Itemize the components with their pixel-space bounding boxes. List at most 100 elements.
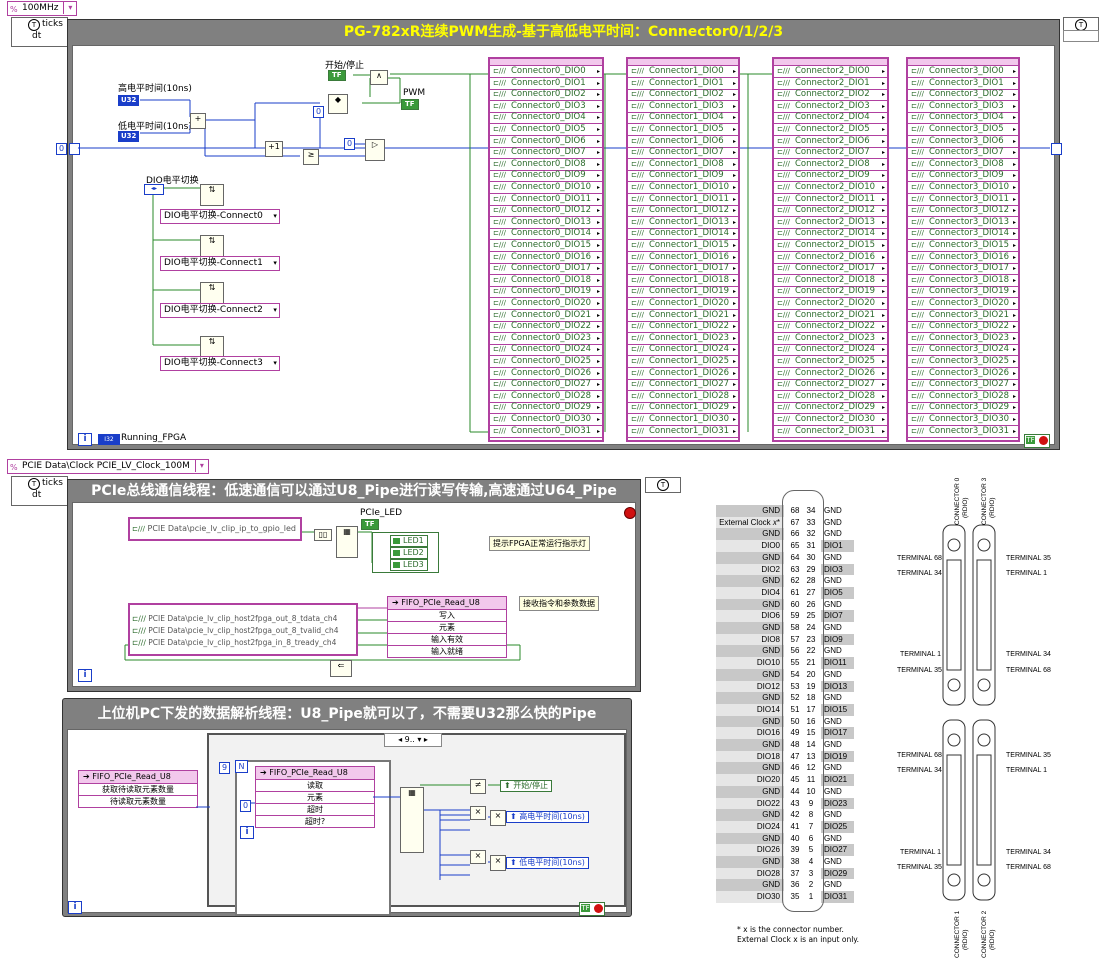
connector2-dio2-row[interactable]: ⊏∕∕∕Connector2_DIO2▸ [774, 89, 887, 101]
connector1-dio8-row[interactable]: ⊏∕∕∕Connector1_DIO8▸ [628, 159, 738, 171]
connector1-dio21-row[interactable]: ⊏∕∕∕Connector1_DIO21▸ [628, 310, 738, 322]
connector2-dio19-row[interactable]: ⊏∕∕∕Connector2_DIO19▸ [774, 286, 887, 298]
connector3-dio26-row[interactable]: ⊏∕∕∕Connector3_DIO26▸ [908, 368, 1018, 380]
connector1-dio26-row[interactable]: ⊏∕∕∕Connector1_DIO26▸ [628, 368, 738, 380]
connector3-io-node[interactable]: ⊏∕∕∕Connector3_DIO0▸⊏∕∕∕Connector3_DIO1▸… [906, 57, 1020, 442]
connector1-dio28-row[interactable]: ⊏∕∕∕Connector1_DIO28▸ [628, 391, 738, 403]
connector3-dio17-row[interactable]: ⊏∕∕∕Connector3_DIO17▸ [908, 263, 1018, 275]
connector1-dio16-row[interactable]: ⊏∕∕∕Connector1_DIO16▸ [628, 252, 738, 264]
connector2-dio30-row[interactable]: ⊏∕∕∕Connector2_DIO30▸ [774, 414, 887, 426]
join-node-4[interactable]: ⨯ [490, 855, 506, 871]
stop-condition[interactable]: TF [579, 902, 605, 916]
add-node[interactable]: + [190, 113, 206, 129]
connector2-dio28-row[interactable]: ⊏∕∕∕Connector2_DIO28▸ [774, 391, 887, 403]
high-time-control[interactable]: U32 [118, 95, 139, 106]
connector2-dio6-row[interactable]: ⊏∕∕∕Connector2_DIO6▸ [774, 136, 887, 148]
connector1-dio9-row[interactable]: ⊏∕∕∕Connector1_DIO9▸ [628, 170, 738, 182]
connector2-dio9-row[interactable]: ⊏∕∕∕Connector2_DIO9▸ [774, 170, 887, 182]
select-node[interactable]: ▷ [365, 139, 385, 161]
array-indexer[interactable]: ▦ [400, 787, 424, 853]
connector3-dio18-row[interactable]: ⊏∕∕∕Connector3_DIO18▸ [908, 275, 1018, 287]
connector0-dio29-row[interactable]: ⊏∕∕∕Connector0_DIO29▸ [490, 402, 602, 414]
connector3-dio16-row[interactable]: ⊏∕∕∕Connector3_DIO16▸ [908, 252, 1018, 264]
connector1-dio27-row[interactable]: ⊏∕∕∕Connector1_DIO27▸ [628, 379, 738, 391]
connector0-dio6-row[interactable]: ⊏∕∕∕Connector0_DIO6▸ [490, 136, 602, 148]
connector0-dio12-row[interactable]: ⊏∕∕∕Connector0_DIO12▸ [490, 205, 602, 217]
connector0-dio24-row[interactable]: ⊏∕∕∕Connector0_DIO24▸ [490, 344, 602, 356]
join-node[interactable]: ⨯ [470, 806, 486, 820]
connector1-dio13-row[interactable]: ⊏∕∕∕Connector1_DIO13▸ [628, 217, 738, 229]
high-time-local[interactable]: ⬆ 高电平时间(10ns) [506, 811, 589, 823]
connector1-dio20-row[interactable]: ⊏∕∕∕Connector1_DIO20▸ [628, 298, 738, 310]
number-to-bool-node[interactable]: ▯▯ [314, 529, 332, 541]
connector0-dio16-row[interactable]: ⊏∕∕∕Connector0_DIO16▸ [490, 252, 602, 264]
connector1-dio15-row[interactable]: ⊏∕∕∕Connector1_DIO15▸ [628, 240, 738, 252]
connector1-dio2-row[interactable]: ⊏∕∕∕Connector1_DIO2▸ [628, 89, 738, 101]
connector0-dio13-row[interactable]: ⊏∕∕∕Connector0_DIO13▸ [490, 217, 602, 229]
connector0-dio8-row[interactable]: ⊏∕∕∕Connector0_DIO8▸ [490, 159, 602, 171]
connector3-dio2-row[interactable]: ⊏∕∕∕Connector3_DIO2▸ [908, 89, 1018, 101]
led1-indicator[interactable]: LED1 [390, 535, 428, 547]
connector3-dio7-row[interactable]: ⊏∕∕∕Connector3_DIO7▸ [908, 147, 1018, 159]
connector1-dio23-row[interactable]: ⊏∕∕∕Connector1_DIO23▸ [628, 333, 738, 345]
connector3-dio20-row[interactable]: ⊏∕∕∕Connector3_DIO20▸ [908, 298, 1018, 310]
connector0-io-node[interactable]: ⊏∕∕∕Connector0_DIO0▸⊏∕∕∕Connector0_DIO1▸… [488, 57, 604, 442]
connector0-dio9-row[interactable]: ⊏∕∕∕Connector0_DIO9▸ [490, 170, 602, 182]
connector2-dio18-row[interactable]: ⊏∕∕∕Connector2_DIO18▸ [774, 275, 887, 287]
connector1-dio17-row[interactable]: ⊏∕∕∕Connector1_DIO17▸ [628, 263, 738, 275]
connector1-dio19-row[interactable]: ⊏∕∕∕Connector1_DIO19▸ [628, 286, 738, 298]
stop-condition[interactable]: TF [1024, 434, 1050, 448]
connector3-dio15-row[interactable]: ⊏∕∕∕Connector3_DIO15▸ [908, 240, 1018, 252]
low-time-local[interactable]: ⬆ 低电平时间(10ns) [506, 857, 589, 869]
connector1-dio11-row[interactable]: ⊏∕∕∕Connector1_DIO11▸ [628, 194, 738, 206]
ring-connect3[interactable]: DIO电平切换-Connect3▾ [160, 356, 280, 371]
connector3-dio31-row[interactable]: ⊏∕∕∕Connector3_DIO31▸ [908, 426, 1018, 438]
connector2-dio29-row[interactable]: ⊏∕∕∕Connector2_DIO29▸ [774, 402, 887, 414]
constant-zero-b[interactable]: 0 [344, 138, 355, 150]
connector2-dio15-row[interactable]: ⊏∕∕∕Connector2_DIO15▸ [774, 240, 887, 252]
fifo-write-node[interactable]: ➔ FIFO_PCIe_Read_U8 写入 元素 输入有效 输入就绪 [387, 596, 507, 658]
connector0-dio23-row[interactable]: ⊏∕∕∕Connector0_DIO23▸ [490, 333, 602, 345]
connector1-dio22-row[interactable]: ⊏∕∕∕Connector1_DIO22▸ [628, 321, 738, 333]
connector0-dio19-row[interactable]: ⊏∕∕∕Connector0_DIO19▸ [490, 286, 602, 298]
ring-connect0[interactable]: DIO电平切换-Connect0▾ [160, 209, 280, 224]
connector3-dio0-row[interactable]: ⊏∕∕∕Connector3_DIO0▸ [908, 66, 1018, 78]
connector3-dio6-row[interactable]: ⊏∕∕∕Connector3_DIO6▸ [908, 136, 1018, 148]
connector2-dio0-row[interactable]: ⊏∕∕∕Connector2_DIO0▸ [774, 66, 887, 78]
join-node-3[interactable]: ⨯ [470, 850, 486, 864]
connector3-dio14-row[interactable]: ⊏∕∕∕Connector3_DIO14▸ [908, 228, 1018, 240]
connector3-dio23-row[interactable]: ⊏∕∕∕Connector3_DIO23▸ [908, 333, 1018, 345]
connector2-dio1-row[interactable]: ⊏∕∕∕Connector2_DIO1▸ [774, 78, 887, 90]
connector2-io-node[interactable]: ⊏∕∕∕Connector2_DIO0▸⊏∕∕∕Connector2_DIO1▸… [772, 57, 889, 442]
connector2-dio17-row[interactable]: ⊏∕∕∕Connector2_DIO17▸ [774, 263, 887, 275]
connector2-dio14-row[interactable]: ⊏∕∕∕Connector2_DIO14▸ [774, 228, 887, 240]
feedback-node[interactable]: ⇐ [330, 660, 352, 677]
connector2-dio16-row[interactable]: ⊏∕∕∕Connector2_DIO16▸ [774, 252, 887, 264]
connector3-dio10-row[interactable]: ⊏∕∕∕Connector3_DIO10▸ [908, 182, 1018, 194]
connector3-dio25-row[interactable]: ⊏∕∕∕Connector3_DIO25▸ [908, 356, 1018, 368]
connector0-dio1-row[interactable]: ⊏∕∕∕Connector0_DIO1▸ [490, 78, 602, 90]
running-fpga-indicator[interactable]: I32 [98, 434, 120, 445]
start-stop-local[interactable]: ⬆ 开始/停止 [500, 780, 552, 792]
connector0-dio2-row[interactable]: ⊏∕∕∕Connector0_DIO2▸ [490, 89, 602, 101]
connector2-dio13-row[interactable]: ⊏∕∕∕Connector2_DIO13▸ [774, 217, 887, 229]
connector0-dio15-row[interactable]: ⊏∕∕∕Connector0_DIO15▸ [490, 240, 602, 252]
connector2-dio10-row[interactable]: ⊏∕∕∕Connector2_DIO10▸ [774, 182, 887, 194]
connector0-dio3-row[interactable]: ⊏∕∕∕Connector0_DIO3▸ [490, 101, 602, 113]
dio-switch-control[interactable]: ◂▸ [144, 184, 164, 195]
connector0-dio7-row[interactable]: ⊏∕∕∕Connector0_DIO7▸ [490, 147, 602, 159]
connector2-dio8-row[interactable]: ⊏∕∕∕Connector2_DIO8▸ [774, 159, 887, 171]
connector2-dio12-row[interactable]: ⊏∕∕∕Connector2_DIO12▸ [774, 205, 887, 217]
connector1-dio18-row[interactable]: ⊏∕∕∕Connector1_DIO18▸ [628, 275, 738, 287]
connector1-dio6-row[interactable]: ⊏∕∕∕Connector1_DIO6▸ [628, 136, 738, 148]
pcie-led-indicator[interactable]: TF [361, 519, 379, 530]
connector2-dio27-row[interactable]: ⊏∕∕∕Connector2_DIO27▸ [774, 379, 887, 391]
connector1-dio30-row[interactable]: ⊏∕∕∕Connector1_DIO30▸ [628, 414, 738, 426]
connector2-dio20-row[interactable]: ⊏∕∕∕Connector2_DIO20▸ [774, 298, 887, 310]
connector0-dio0-row[interactable]: ⊏∕∕∕Connector0_DIO0▸ [490, 66, 602, 78]
connector3-dio12-row[interactable]: ⊏∕∕∕Connector3_DIO12▸ [908, 205, 1018, 217]
start-stop-control[interactable]: TF [328, 70, 346, 81]
connector1-dio14-row[interactable]: ⊏∕∕∕Connector1_DIO14▸ [628, 228, 738, 240]
connector2-dio7-row[interactable]: ⊏∕∕∕Connector2_DIO7▸ [774, 147, 887, 159]
connector2-dio23-row[interactable]: ⊏∕∕∕Connector2_DIO23▸ [774, 333, 887, 345]
